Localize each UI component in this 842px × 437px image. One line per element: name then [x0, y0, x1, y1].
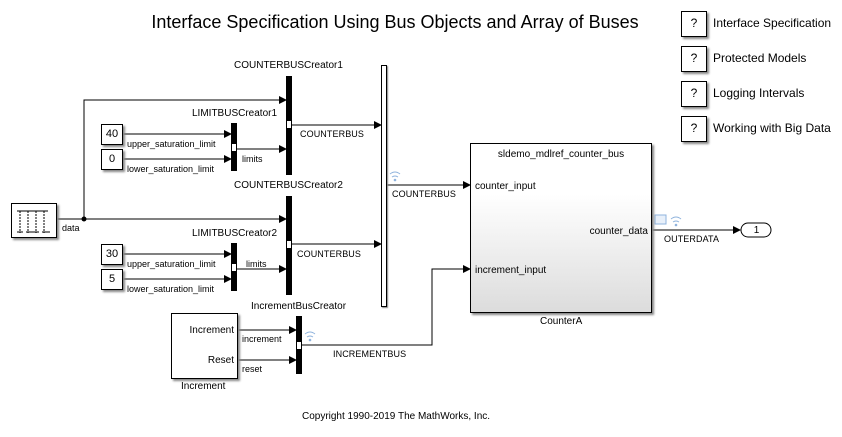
bus-icon	[287, 121, 291, 128]
bus-icon	[287, 241, 291, 248]
signal-label: INCREMENTBUS	[333, 349, 407, 359]
signal-builder-block[interactable]	[11, 203, 57, 238]
help-label[interactable]: Working with Big Data	[713, 121, 831, 135]
bus-icon	[232, 144, 236, 151]
model-reference-block[interactable]: sldemo_mdlref_counter_bus counter_input …	[470, 143, 652, 313]
signal-label: increment	[242, 334, 282, 344]
constant-block[interactable]: 30	[101, 244, 123, 265]
referenced-model-name: sldemo_mdlref_counter_bus	[497, 149, 625, 160]
constant-block[interactable]: 0	[101, 149, 123, 170]
block-name: COUNTERBUSCreator1	[234, 60, 343, 71]
signal-label: OUTERDATA	[664, 234, 720, 244]
outport-block	[740, 222, 772, 238]
help-label[interactable]: Interface Specification	[713, 16, 832, 30]
help-button-interface-spec[interactable]: ?	[681, 11, 707, 37]
constant-block[interactable]: 40	[101, 124, 123, 145]
signal-label: limits	[242, 154, 263, 164]
signal-label: COUNTERBUS	[297, 249, 362, 259]
outport-number[interactable]: 1	[753, 225, 760, 236]
block-name: IncrementBusCreator	[251, 301, 347, 312]
signal-label: lower_saturation_limit	[127, 284, 215, 294]
block-name: COUNTERBUSCreator2	[234, 180, 343, 191]
constant-block[interactable]: 5	[101, 269, 123, 290]
bus-icon	[297, 342, 301, 349]
block-name: LIMITBUSCreator2	[192, 228, 278, 239]
diagram-title: Interface Specification Using Bus Object…	[151, 12, 639, 32]
copyright-text: Copyright 1990-2019 The MathWorks, Inc.	[301, 411, 491, 422]
signal-label: limits	[246, 259, 267, 269]
vector-concatenate-block[interactable]	[381, 65, 387, 307]
signal-label-data: data	[62, 223, 80, 233]
help-button-protected-models[interactable]: ?	[681, 46, 707, 72]
logging-icon-counterbus	[389, 171, 401, 178]
port-label: Increment	[189, 325, 234, 336]
signal-label: upper_saturation_limit	[127, 259, 216, 269]
signal-builder-glyph	[19, 211, 45, 233]
help-label[interactable]: Protected Models	[713, 51, 807, 65]
signal-label: reset	[242, 364, 263, 374]
block-name: LIMITBUSCreator1	[192, 108, 278, 119]
port-label: Reset	[207, 355, 234, 366]
input-port-label: increment_input	[475, 265, 547, 276]
limitbus-creator1-block[interactable]	[231, 123, 237, 171]
block-name: CounterA	[540, 316, 583, 327]
limitbus-creator2-block[interactable]	[231, 243, 237, 291]
input-port-label: counter_input	[475, 181, 536, 192]
increment-subsystem-block[interactable]: Increment Reset	[171, 313, 238, 379]
logging-icon-outerdata	[670, 216, 682, 223]
line-data-branch	[83, 96, 287, 219]
block-name: Increment	[181, 381, 226, 392]
counterbus-creator2-block[interactable]	[286, 196, 292, 295]
signal-label: upper_saturation_limit	[127, 139, 216, 149]
increment-bus-creator-block[interactable]	[296, 316, 302, 374]
signal-label: COUNTERBUS	[300, 129, 365, 139]
viewer-icon	[654, 214, 667, 225]
line-incrementbus	[302, 265, 471, 346]
signal-label: COUNTERBUS	[392, 189, 457, 199]
bus-icon	[232, 264, 236, 271]
signal-label: lower_saturation_limit	[127, 164, 215, 174]
help-button-big-data[interactable]: ?	[681, 116, 707, 142]
help-button-logging-intervals[interactable]: ?	[681, 81, 707, 107]
help-label[interactable]: Logging Intervals	[713, 86, 805, 100]
output-port-label: counter_data	[589, 226, 648, 237]
branch-point	[81, 216, 87, 222]
counterbus-creator1-block[interactable]	[286, 76, 292, 175]
logging-icon-incrementbus	[304, 331, 316, 338]
